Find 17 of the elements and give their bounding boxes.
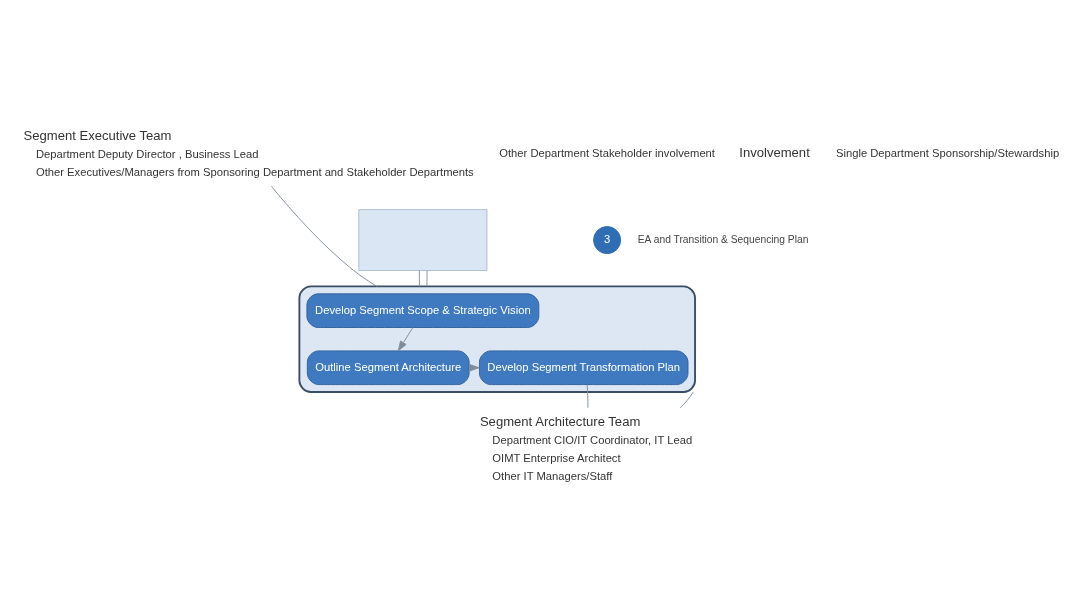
connector <box>418 269 420 287</box>
connector <box>679 391 694 408</box>
connector <box>426 269 428 287</box>
label: Involvement <box>739 144 810 160</box>
node-text: Segment Executive Team Department Deputy Director , Business Lead Other Executives/Managers from Sponsoring Department and Stakeholder Departments <box>23 127 474 178</box>
connector <box>270 185 378 287</box>
label: Single Department Sponsorship/Stewardship <box>835 146 1060 159</box>
label: Other Department Stakeholder involvement <box>499 146 715 159</box>
node-box: Develop Segment Scope & Strategic Vision <box>306 292 540 328</box>
node-text: Segment Architecture Team Department CIO/IT Coordinator, IT Lead OIMT Enterprise Architect Other IT Managers/Staff <box>479 413 693 482</box>
node-label: EA and Transition & Sequencing Plan <box>637 233 809 245</box>
connector <box>586 383 589 408</box>
cluster <box>298 284 696 393</box>
node-box: Develop Segment Transformation Plan <box>478 349 689 385</box>
node-circle: 3 <box>593 225 622 254</box>
arrow <box>397 326 414 351</box>
node-box <box>358 208 488 271</box>
